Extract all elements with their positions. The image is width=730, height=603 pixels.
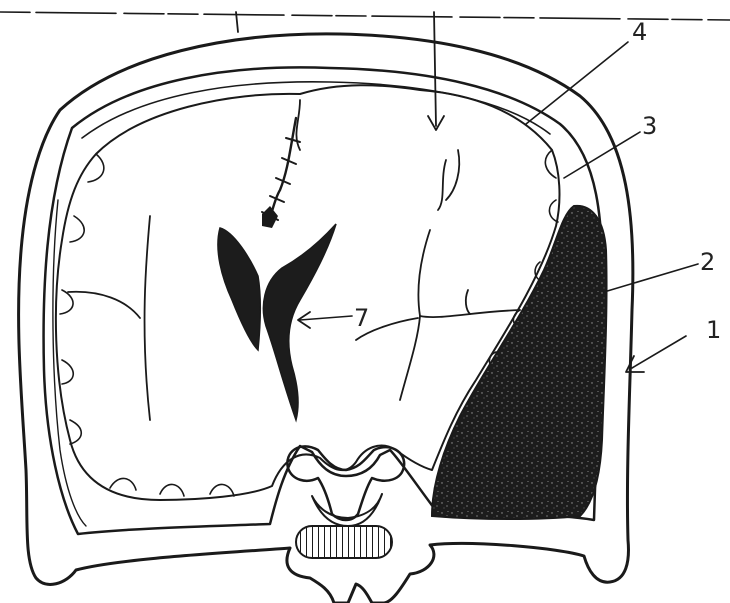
sphenoid-sinus [296,526,392,558]
lateral-ventricles [218,224,336,420]
label-7: 7 [354,304,369,332]
label-1: 1 [706,316,721,344]
skull-base [287,446,404,526]
falx-vessel [262,118,300,228]
label-2: 2 [700,248,715,276]
label-4: 4 [632,18,647,46]
hematoma [432,206,607,519]
label-3: 3 [642,112,657,140]
